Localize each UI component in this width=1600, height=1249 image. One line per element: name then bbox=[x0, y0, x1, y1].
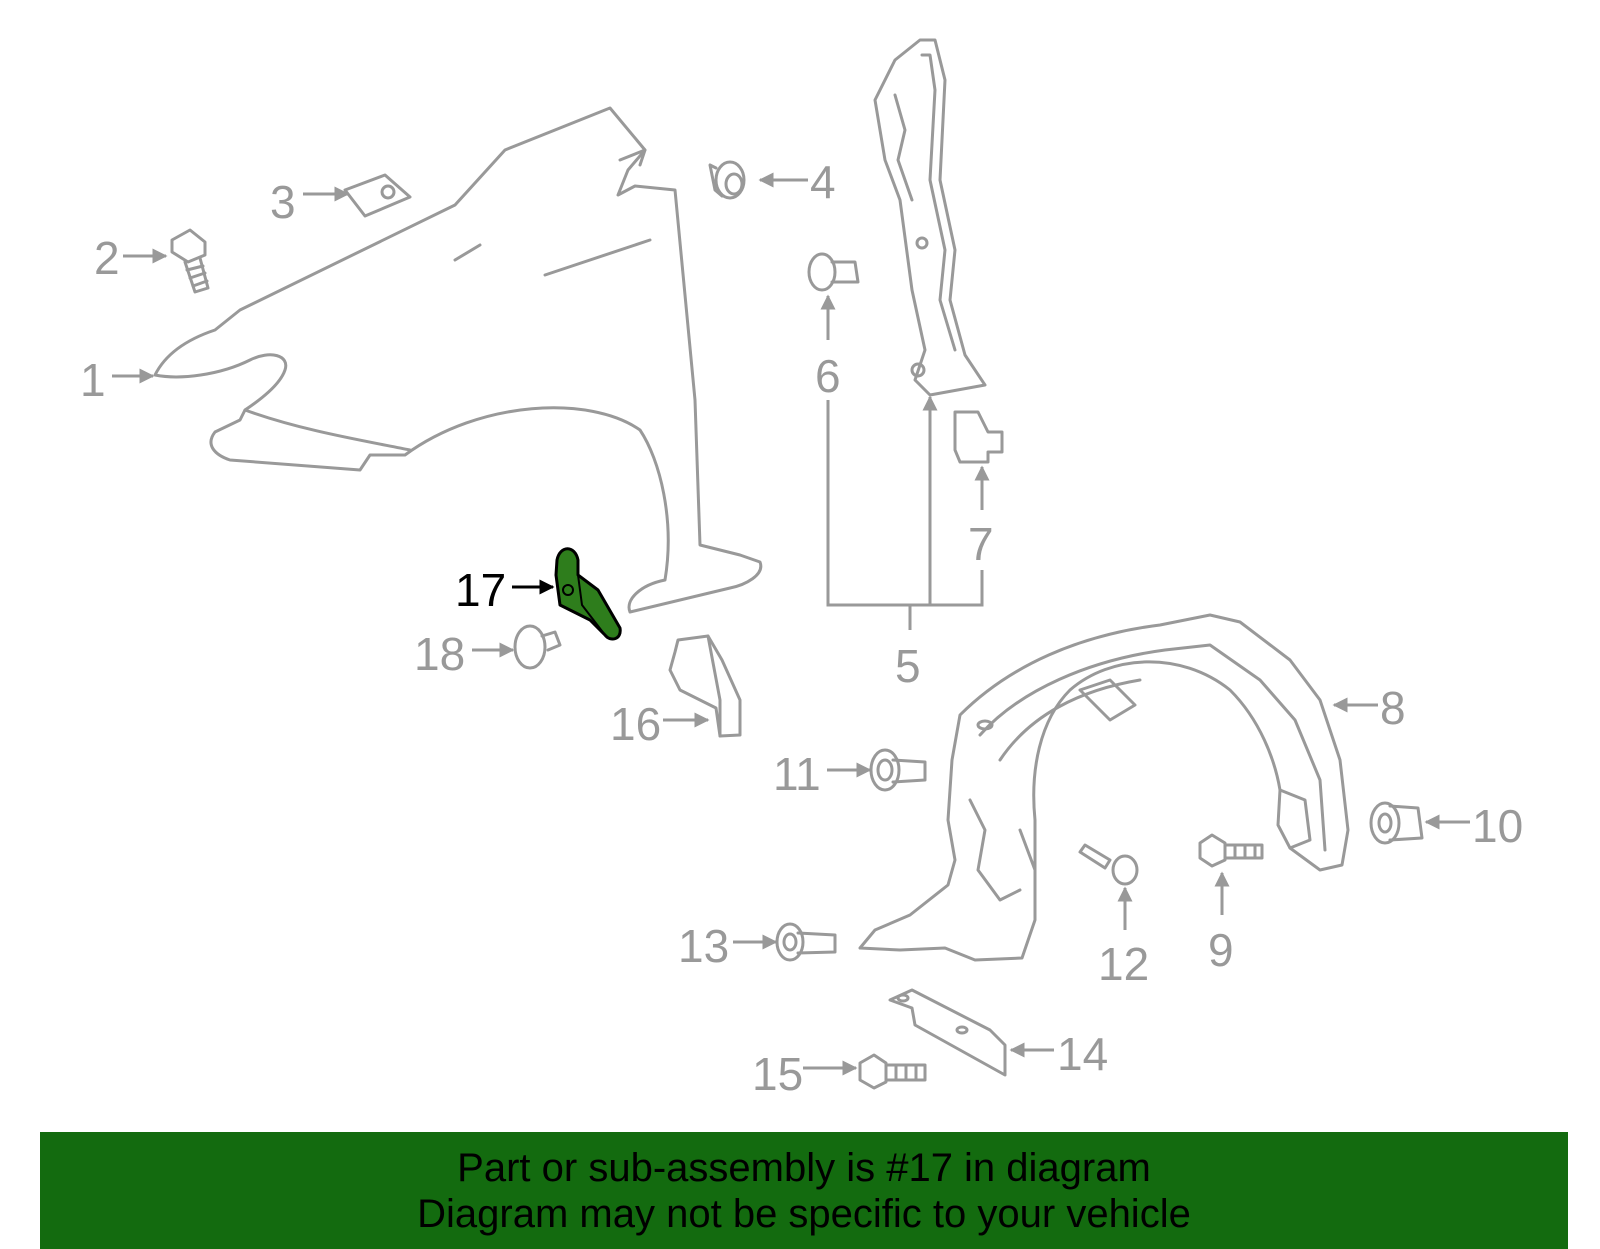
bolt-2 bbox=[170, 228, 210, 294]
bolt-9 bbox=[1198, 833, 1264, 868]
label-13: 13 bbox=[678, 920, 729, 972]
bolt-15 bbox=[858, 1053, 927, 1090]
fender-part bbox=[153, 106, 763, 614]
parts-diagram: 1 2 3 4 5 6 7 8 9 10 11 12 13 14 15 16 1… bbox=[80, 38, 1523, 1100]
label-7: 7 bbox=[968, 518, 994, 570]
bracket-14 bbox=[888, 988, 1007, 1077]
label-6: 6 bbox=[815, 350, 841, 402]
label-4: 4 bbox=[810, 156, 836, 208]
label-5: 5 bbox=[895, 640, 921, 692]
bracket-17-highlighted bbox=[554, 547, 622, 641]
label-17: 17 bbox=[455, 564, 506, 616]
clip-plate-3 bbox=[343, 173, 412, 218]
info-banner: Part or sub-assembly is #17 in diagram D… bbox=[40, 1132, 1568, 1249]
label-8: 8 bbox=[1380, 682, 1406, 734]
label-1: 1 bbox=[80, 354, 106, 406]
screw-12 bbox=[1078, 843, 1139, 886]
clip-4 bbox=[708, 160, 746, 200]
label-3: 3 bbox=[270, 176, 296, 228]
fender-liner-8 bbox=[858, 613, 1350, 962]
seal-16 bbox=[668, 634, 742, 738]
label-11: 11 bbox=[773, 748, 821, 800]
clip-13 bbox=[775, 922, 837, 962]
label-10: 10 bbox=[1472, 800, 1523, 852]
label-12: 12 bbox=[1098, 938, 1149, 990]
banner-line-part: Part or sub-assembly is #17 in diagram bbox=[457, 1145, 1151, 1190]
label-16: 16 bbox=[610, 698, 661, 750]
bracket-5 bbox=[873, 38, 987, 397]
label-14: 14 bbox=[1057, 1028, 1108, 1080]
label-2: 2 bbox=[94, 232, 120, 284]
banner-line-disclaimer: Diagram may not be specific to your vehi… bbox=[417, 1191, 1191, 1236]
label-9: 9 bbox=[1208, 924, 1234, 976]
clip-11 bbox=[869, 748, 927, 792]
bracket-7 bbox=[953, 410, 1004, 464]
clip-6 bbox=[807, 252, 860, 292]
clip-18 bbox=[513, 624, 562, 670]
label-15: 15 bbox=[752, 1048, 803, 1100]
grommet-10 bbox=[1369, 801, 1424, 845]
leader-lines bbox=[112, 172, 1470, 1076]
label-18: 18 bbox=[414, 628, 465, 680]
